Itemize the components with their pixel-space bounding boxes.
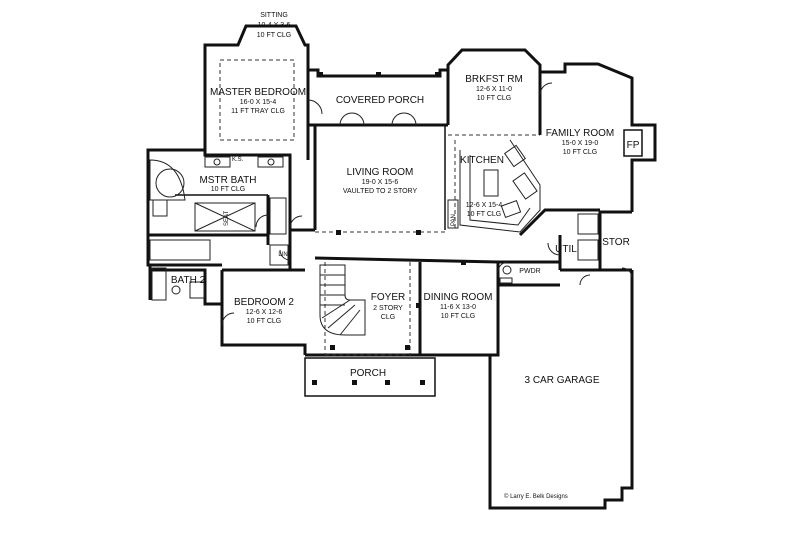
ks-label: K.S. <box>232 157 244 163</box>
dining-room-ceiling: 10 FT CLG <box>441 313 476 320</box>
living-room-ceiling: VAULTED TO 2 STORY <box>343 188 418 195</box>
front-porch <box>304 345 436 397</box>
living-room-label: LIVING ROOM <box>347 167 414 178</box>
garage-label: 3 CAR GARAGE <box>524 375 599 386</box>
sitting-label: SITTING <box>260 12 288 19</box>
master-bedroom-size: 16-0 X 15-4 <box>240 99 277 106</box>
kitchen-ceiling: 10 FT CLG <box>467 211 502 218</box>
fp-label: FP <box>627 140 640 151</box>
utility-fixtures <box>269 213 599 266</box>
interior-walls <box>148 95 600 355</box>
seat-label: SEAT <box>224 210 230 226</box>
foyer-label: FOYER <box>371 292 405 303</box>
master-bath-fixtures <box>149 156 287 235</box>
exterior-walls <box>146 24 657 510</box>
designer-credit: © Larry E. Belk Designs <box>504 493 568 500</box>
foyer-ceiling: CLG <box>381 314 395 321</box>
dining-room-label: DINING ROOM <box>424 292 493 303</box>
fireplace <box>623 129 643 157</box>
columns <box>318 72 466 308</box>
master-bedroom-label: MASTER BEDROOM <box>210 87 306 98</box>
doors <box>221 82 633 326</box>
lin-label: LIN <box>278 252 287 258</box>
pwdr-fixtures <box>499 265 513 284</box>
bath2-fixtures <box>149 239 211 301</box>
kitchen-fixtures <box>447 139 541 233</box>
sitting-ceiling: 10 FT CLG <box>257 32 292 39</box>
bedroom2-ceiling: 10 FT CLG <box>247 318 282 325</box>
kitchen-label: KITCHEN <box>460 155 504 166</box>
family-room-label: FAMILY ROOM <box>546 128 615 139</box>
staircase <box>319 264 366 336</box>
room-labels: SITTING 10-4 X 3-6 10 FT CLG MASTER BEDR… <box>171 12 640 500</box>
bedroom2-size: 12-6 X 12-6 <box>246 309 283 316</box>
living-room-size: 19-0 X 15-6 <box>362 179 399 186</box>
util-label: UTIL <box>555 244 577 255</box>
family-room-size: 15-0 X 19-0 <box>562 140 599 147</box>
family-room-ceiling: 10 FT CLG <box>563 149 598 156</box>
brkfst-rm-ceiling: 10 FT CLG <box>477 95 512 102</box>
sitting-size: 10-4 X 3-6 <box>258 22 291 29</box>
master-bedroom-ceiling: 11 FT TRAY CLG <box>231 108 285 115</box>
foyer-size: 2 STORY <box>373 305 403 312</box>
covered-porch-label: COVERED PORCH <box>336 95 424 106</box>
pwdr-label: PWDR <box>519 268 540 275</box>
bath2-label: BATH 2 <box>171 275 206 286</box>
porch-label: PORCH <box>350 368 386 379</box>
mstr-bath-label: MSTR BATH <box>199 175 256 186</box>
brkfst-rm-label: BRKFST RM <box>465 74 523 85</box>
stor-label: STOR <box>602 237 630 248</box>
brkfst-rm-size: 12-6 X 11-0 <box>476 86 512 93</box>
kitchen-size: 12-6 X 15-4 <box>466 202 503 209</box>
mstr-bath-ceiling: 10 FT CLG <box>211 186 246 193</box>
pan-label: PAN <box>451 214 457 226</box>
dining-room-size: 11-6 X 13-0 <box>440 304 476 311</box>
bedroom2-label: BEDROOM 2 <box>234 297 294 308</box>
